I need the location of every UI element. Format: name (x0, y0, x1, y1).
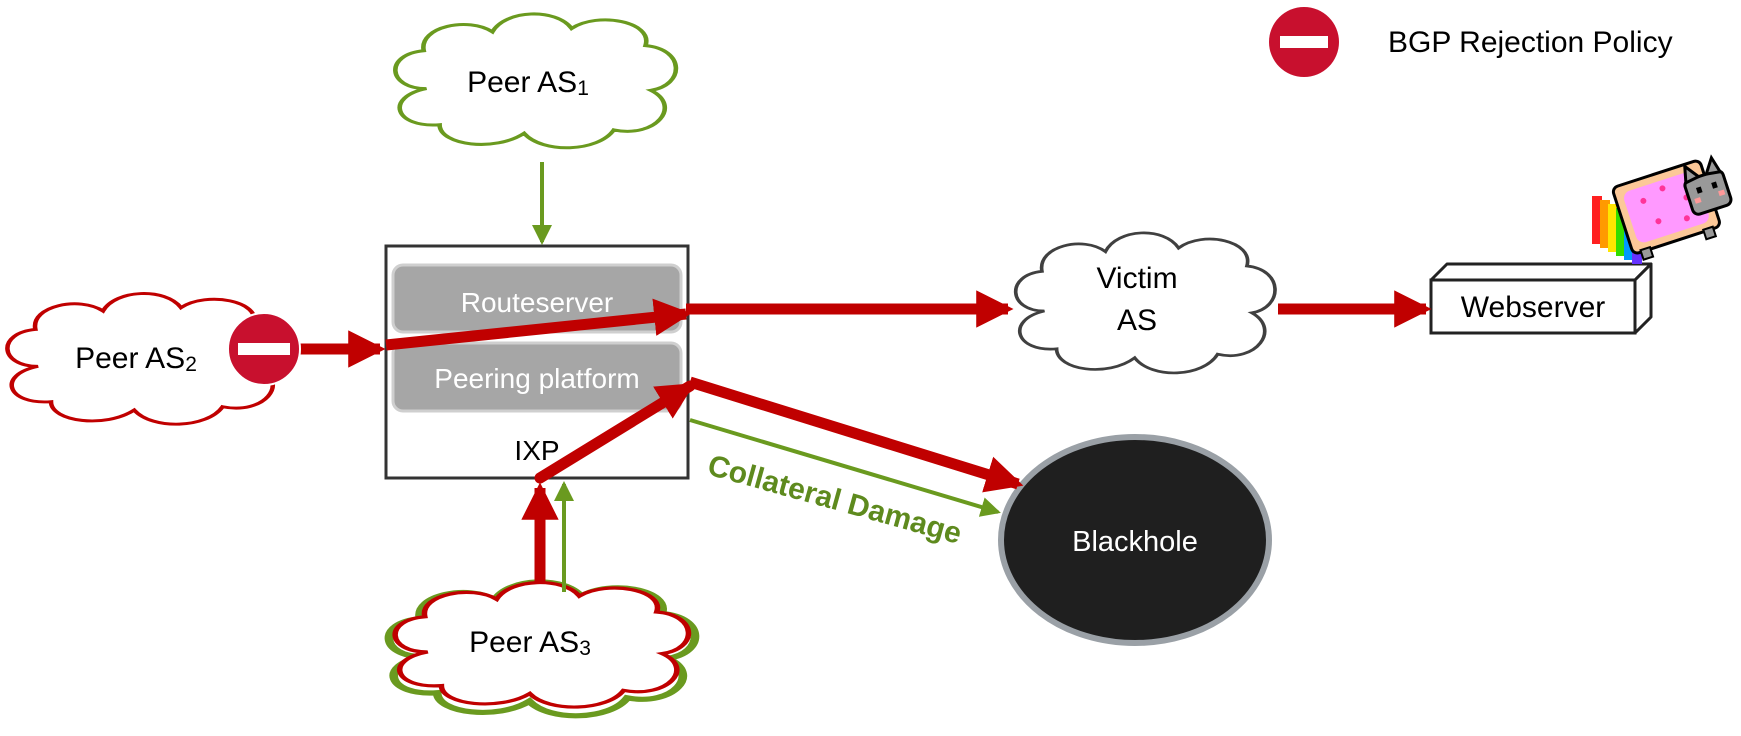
peering-platform-label: Peering platform (434, 363, 639, 394)
red-arrow-as3-to-peering (534, 380, 696, 484)
ixp-label: IXP (514, 435, 559, 466)
blackhole-label: Blackhole (1072, 526, 1198, 558)
blackhole-node: Blackhole (998, 434, 1272, 646)
nyan-cat-image (1592, 154, 1733, 264)
legend-label: BGP Rejection Policy (1388, 26, 1673, 59)
no-entry-icon (227, 312, 301, 386)
peering-platform-box (391, 341, 683, 413)
routeserver-label: Routeserver (461, 287, 614, 318)
peer-as1-cloud: Peer AS1 (395, 14, 676, 148)
victim-label-line1: Victim (1096, 262, 1177, 295)
legit-traffic-arrows (532, 162, 1001, 592)
webserver-box: Webserver (1429, 262, 1653, 335)
peer-as2-cloud: Peer AS2 (7, 293, 283, 424)
victim-as-cloud: Victim AS (1013, 231, 1277, 375)
webserver-label: Webserver (1461, 291, 1606, 324)
legend: BGP Rejection Policy (1269, 7, 1673, 77)
red-arrow-routeserver (385, 298, 692, 351)
peer-as1-label: Peer AS1 (467, 66, 589, 100)
green-arrow-collateral-to-blackhole (689, 418, 1001, 517)
no-entry-icon (1269, 7, 1339, 77)
ixp-box: Routeserver Peering platform IXP (384, 244, 690, 480)
attack-traffic-arrows (300, 290, 1432, 582)
red-arrow-to-blackhole (688, 376, 1024, 493)
peer-as2-label: Peer AS2 (75, 342, 197, 376)
peer-as3-label: Peer AS3 (469, 626, 591, 660)
peer-as3-cloud: Peer AS3 (389, 582, 695, 716)
victim-label-line2: AS (1117, 304, 1157, 337)
